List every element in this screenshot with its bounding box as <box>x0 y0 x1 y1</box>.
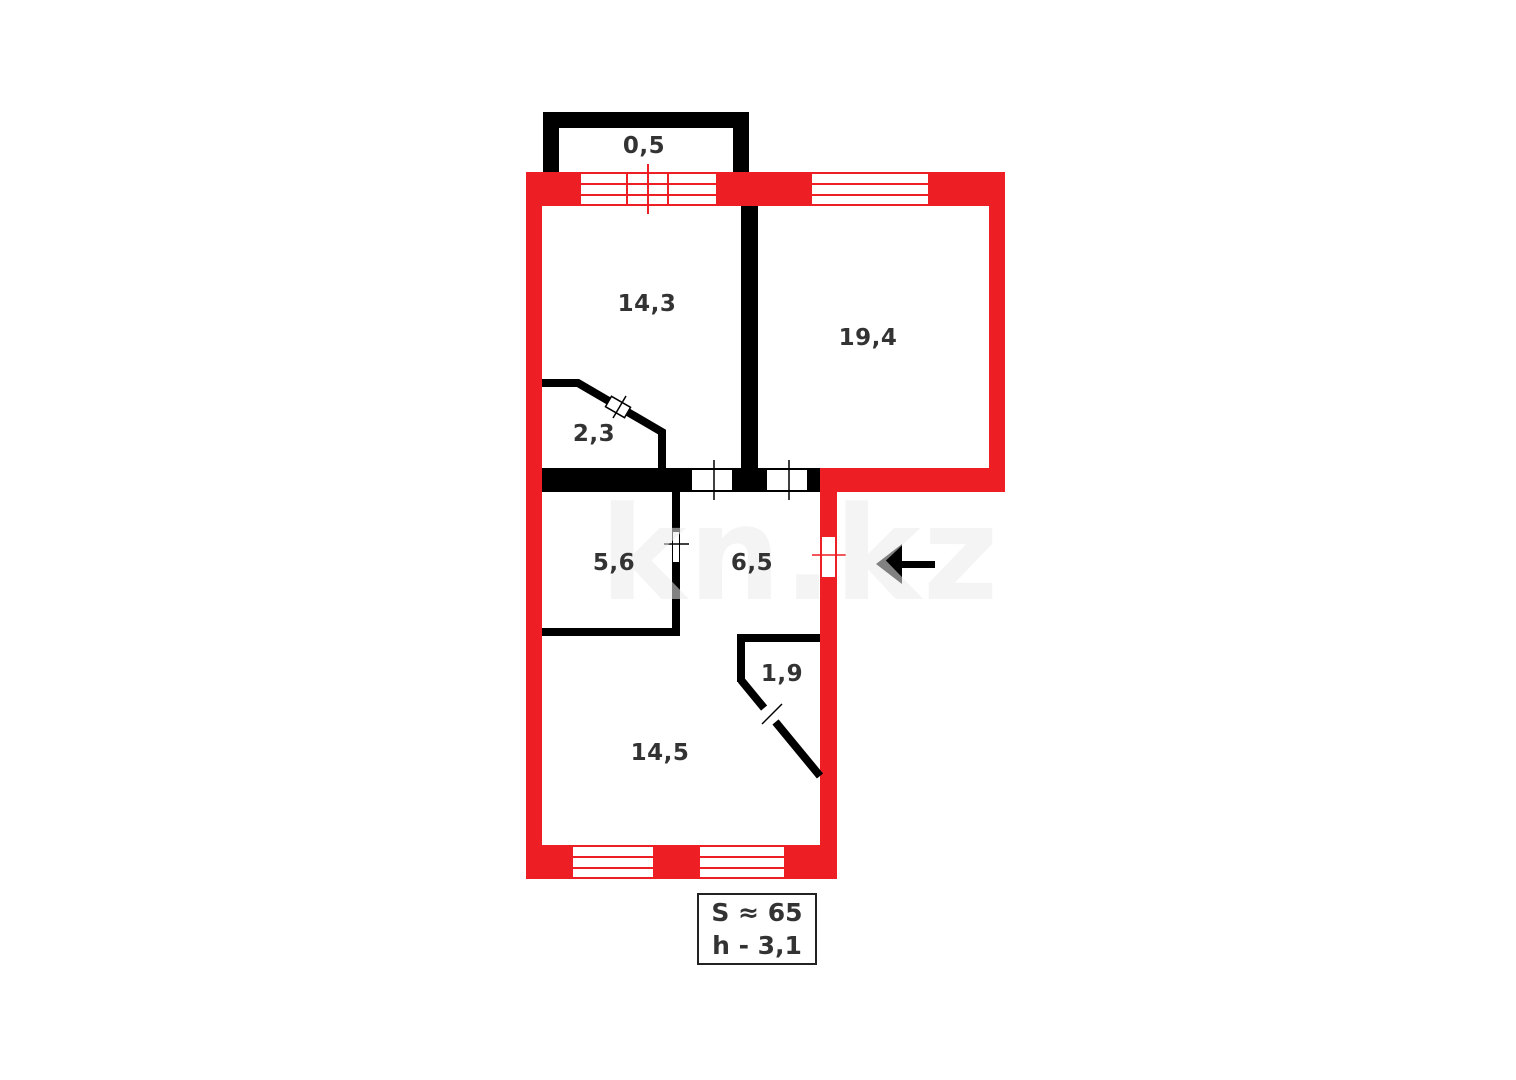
window-bottom-left <box>573 847 653 877</box>
ceiling-height: h - 3,1 <box>712 931 802 960</box>
balcony-walls <box>543 112 749 174</box>
door-room-right <box>767 460 807 500</box>
exterior-walls <box>526 172 1005 879</box>
total-area: S ≈ 65 <box>711 898 803 927</box>
arrow-left-icon <box>876 544 935 584</box>
room-area-closet-lower: 1,9 <box>760 661 804 687</box>
window-bottom-right <box>700 847 784 877</box>
room-area-room-right-top: 19,4 <box>838 325 898 351</box>
room-area-room-left-top: 14,3 <box>617 291 677 317</box>
room-area-hallway: 6,5 <box>730 550 774 576</box>
door-closet-lower <box>759 702 783 726</box>
door-bathroom <box>664 532 689 562</box>
room-area-kitchen: 14,5 <box>630 740 690 766</box>
door-room-left <box>692 460 732 500</box>
closet-lower-wall <box>737 677 824 779</box>
window-top-right <box>812 174 928 204</box>
door-storage <box>604 395 632 419</box>
window-top-left <box>581 164 716 214</box>
room-area-bathroom: 5,6 <box>592 550 636 576</box>
area-summary-box: S ≈ 65 h - 3,1 <box>697 893 817 965</box>
door-entrance <box>812 537 846 577</box>
room-area-balcony: 0,5 <box>622 133 666 159</box>
room-area-storage-closet: 2,3 <box>572 421 616 447</box>
